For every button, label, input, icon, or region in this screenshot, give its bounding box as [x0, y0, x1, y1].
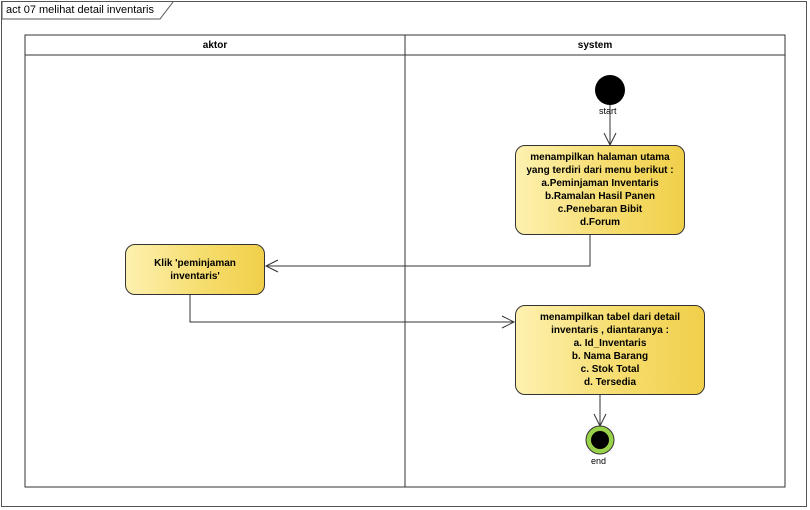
frame-title: act 07 melihat detail inventaris: [6, 4, 154, 16]
action-line: Klik 'peminjaman: [154, 257, 236, 269]
flow-click-to-table-arrowhead: [501, 315, 516, 329]
start-node: [595, 75, 625, 105]
lane-header-aktor: aktor: [202, 40, 228, 51]
action-line: menampilkan tabel dari detail: [539, 312, 681, 323]
start-node-label: start: [599, 106, 617, 116]
action-line: b. Nama Barang: [571, 351, 649, 362]
action-line: c. Stok Total: [580, 364, 640, 375]
end-node-label: end: [591, 456, 607, 466]
action-line: inventaris': [170, 270, 220, 282]
action-line: a. Id_Inventaris: [573, 338, 647, 349]
action-line: inventaris , diantaranya :: [551, 325, 669, 336]
action-line: d.Forum: [580, 217, 620, 228]
action-line: menampilkan halaman utama: [530, 152, 670, 163]
lane-header-system: system: [577, 40, 613, 51]
frame-title-tab: [1, 1, 174, 20]
action-line: yang terdiri dari menu berikut :: [526, 165, 674, 176]
action-show-main-menu: menampilkan halaman utama yang terdiri d…: [515, 145, 685, 235]
action-show-detail-table: menampilkan tabel dari detail inventaris…: [515, 305, 705, 395]
action-line: d. Tersedia: [583, 377, 637, 388]
action-line: a.Peminjaman Inventaris: [541, 178, 659, 189]
flow-menu-to-click-arrowhead: [264, 259, 279, 273]
end-node-core: [591, 431, 609, 449]
action-line: b.Ramalan Hasil Panen: [544, 191, 656, 202]
flow-click-to-table: [189, 294, 514, 323]
action-line: c.Penebaran Bibit: [557, 204, 643, 215]
flow-menu-to-click: [266, 234, 591, 267]
action-click-peminjaman: Klik 'peminjaman inventaris': [125, 244, 265, 295]
